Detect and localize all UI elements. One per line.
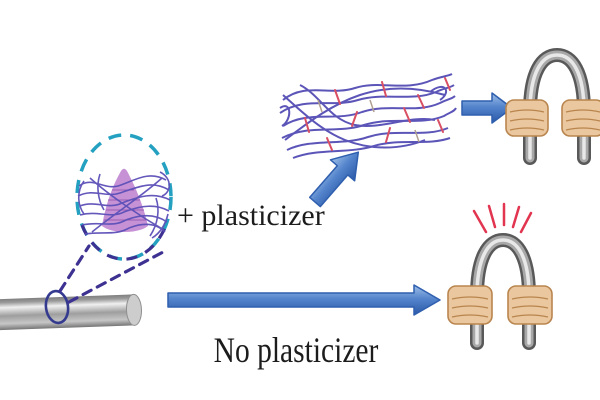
left-hand-icon	[447, 285, 493, 325]
stress-cracks-icon	[472, 202, 533, 234]
plus-plasticizer-arrow-icon	[308, 151, 360, 208]
right-hand-icon	[561, 99, 600, 137]
no-plasticizer-label: No plasticizer	[214, 331, 379, 370]
brittle-bend-icon	[447, 202, 553, 350]
steel-rod-icon	[0, 293, 142, 331]
left-hand-icon	[505, 99, 549, 137]
flexible-bend-icon	[505, 47, 600, 165]
plus-plasticizer-label: + plasticizer	[177, 199, 325, 232]
arrow-to-flexible-wire-icon	[461, 92, 513, 124]
relaxed-network-icon	[279, 73, 457, 159]
zoom-callout-icon	[44, 244, 167, 325]
no-plasticizer-arrow-icon	[167, 284, 441, 316]
right-hand-icon	[507, 285, 553, 325]
entangled-polymer-icon	[75, 133, 173, 261]
